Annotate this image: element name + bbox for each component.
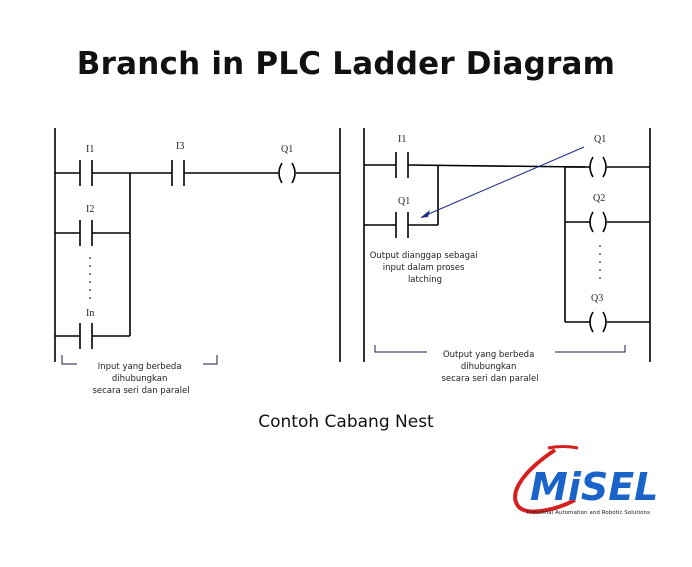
- latch-arrow: [423, 146, 585, 217]
- latch-note: Output dianggap sebagai input dalam pros…: [370, 251, 481, 285]
- bracket-left-2: [374, 345, 427, 353]
- right-ladder-diagram: I1 Q1 Q1 Q2 Q3 Output dianggap sebagai i…: [363, 128, 651, 384]
- coil-q3: [589, 311, 594, 333]
- label-i1: I1: [86, 144, 94, 155]
- label-q1: Q1: [281, 144, 293, 155]
- label-q1-contact: Q1: [398, 196, 410, 207]
- ellipsis-dots-right: [599, 245, 601, 279]
- label-q2-coil: Q2: [593, 193, 605, 204]
- right-note: Output yang berbeda dihubungkan secara s…: [441, 350, 538, 384]
- bracket-left: [61, 355, 77, 365]
- coil-q1-right: [589, 156, 594, 178]
- logo-wordmark: MiSEL: [530, 465, 658, 509]
- label-q1-coil: Q1: [594, 134, 606, 145]
- bracket-right-2: [555, 345, 626, 353]
- label-q3-coil: Q3: [591, 293, 603, 304]
- label-i2: I2: [86, 204, 94, 215]
- left-note: Input yang berbeda dihubungkan secara se…: [92, 362, 189, 396]
- page-title: Branch in PLC Ladder Diagram: [76, 46, 616, 82]
- ellipsis-dots: [89, 257, 91, 299]
- misel-logo: MiSEL Industrial Automation and Robotic …: [513, 445, 658, 516]
- diagram-caption: Contoh Cabang Nest: [258, 412, 434, 432]
- label-i1-right: I1: [398, 134, 406, 145]
- logo-swoosh-icon: [513, 448, 576, 514]
- coil-q2: [589, 211, 594, 233]
- coil-q1: [278, 162, 283, 184]
- logo-tagline: Industrial Automation and Robotic Soluti…: [527, 510, 650, 516]
- bracket-right: [203, 355, 218, 365]
- label-in: In: [86, 308, 94, 319]
- label-i3: I3: [176, 141, 184, 152]
- left-ladder-diagram: I1 I2 In I3 Q1 Input yang berbeda dihubu…: [54, 128, 341, 396]
